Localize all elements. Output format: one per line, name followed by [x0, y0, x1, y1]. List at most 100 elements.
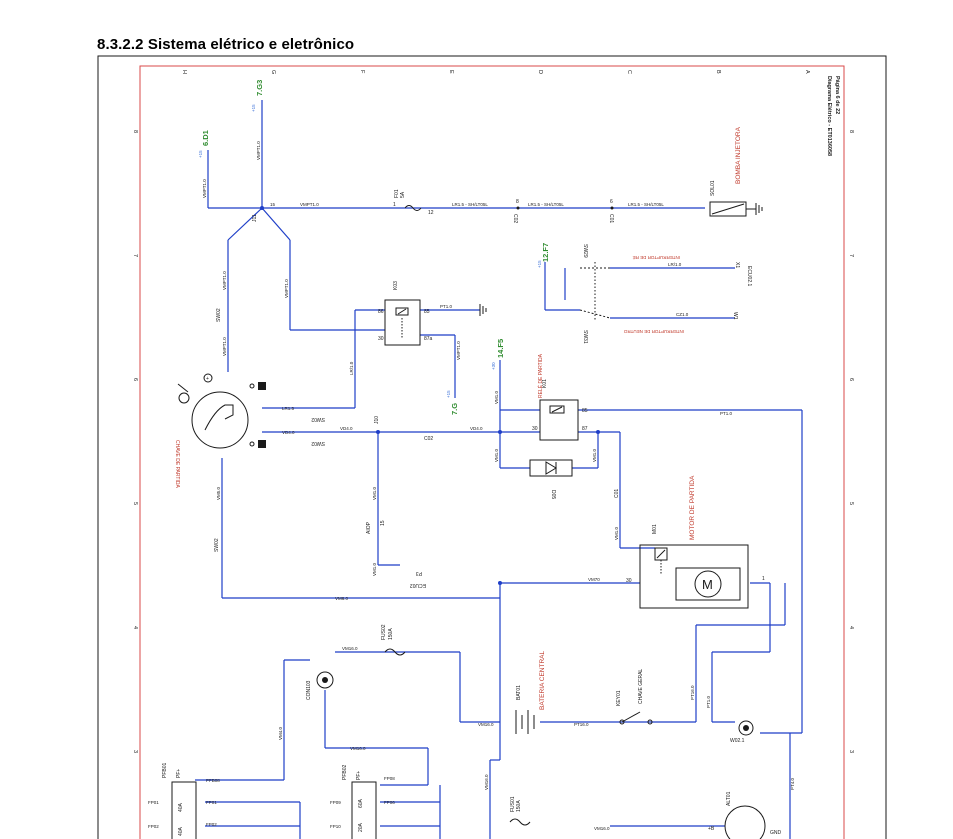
bomba-injetora-label: BOMBA INJETORA [735, 126, 742, 184]
grid-number: 5 [132, 502, 138, 505]
grid-number: 7 [132, 254, 138, 257]
alt01-label: ALT01 [726, 791, 732, 806]
alternator-alt01: ALT01 +B GND PT4.0 [708, 777, 795, 839]
key-icon [258, 440, 266, 448]
starter-motor-m01: MOTOR DE PARTIDA M01 C01 VM1.0 M 30 VM70… [588, 475, 765, 609]
wire-label: VMPT1.0 [222, 337, 227, 356]
bateria-central-label: BATERIA CENTRAL [539, 650, 546, 710]
plus15-label: +15 [537, 260, 542, 268]
fuse-fus02: FUS02 150A VM16.0 VM6.0 [335, 596, 406, 656]
m01-label: M01 [652, 524, 658, 534]
wire-vm10: VM1.0 [592, 448, 597, 462]
pin-85: 85 [424, 309, 430, 315]
fus01-rating: 150A [516, 800, 522, 812]
fuse-block-pfb02: PFB02 PF+ 60A 20A FP09 FP10 FP08 FP06 [330, 764, 395, 839]
grid-number: 3 [848, 750, 854, 753]
k01-label: K01 [542, 379, 548, 388]
junctions [260, 206, 600, 585]
pin-86: 86 [378, 309, 384, 315]
rating-20a: 20A [358, 822, 364, 832]
motor-icon [694, 570, 722, 598]
plus15-label: +15 [198, 150, 203, 158]
wire-label: VMPT1.0 [222, 271, 227, 290]
wire-label: LR1.5 - SH/LT05L [528, 202, 564, 207]
interruptor-neutro-label: INTERRUPTOR DE NEUTRO [623, 329, 684, 334]
grid-number: 4 [848, 626, 854, 629]
pin-1: 1 [393, 202, 396, 208]
wire-vm160: VM16.0 [342, 646, 358, 651]
rele-partida-label: RELÉ DE PARTIDA [537, 353, 544, 398]
c02-label: C02 [424, 436, 433, 442]
fp09-label: FP09 [330, 800, 341, 805]
wire-lr15: LR1.5 [282, 406, 295, 411]
sw02-label: SW02 [311, 440, 325, 446]
d05-label: D05 [550, 490, 556, 499]
wire-vm10: VM1.0 [372, 486, 377, 500]
battery-bat01: BAT01 BATERIA CENTRAL VM16.0 PT16.0 [478, 650, 589, 734]
c01-label: C01 [608, 214, 614, 223]
wire-label: VMPT1.0 [300, 202, 319, 207]
pin-30: 30 [626, 578, 632, 584]
wire-vm10: VM1.0 [494, 448, 499, 462]
wire-label: VMPT1.0 [202, 179, 207, 198]
wire-vm10: VM1.0 [494, 390, 499, 404]
grid-letter: C [626, 70, 632, 74]
grid-number: 7 [848, 254, 854, 257]
wire-label: 15 [270, 202, 276, 207]
solenoid-sol01: SOL01 BOMBA INJETORA [709, 126, 763, 217]
wire-pt10: PT1.0 [706, 695, 711, 708]
pfb01-label: PFB01 [162, 762, 168, 778]
sol01-label: SOL01 [710, 180, 716, 196]
wire-vm160: VM16.0 [484, 774, 489, 790]
sw31-label: SW31 [582, 330, 588, 344]
ref-7g3: 7.G3 [255, 80, 264, 96]
fuse-fus01: FUS01 150A VM16.0 VM16.0 [484, 774, 610, 831]
pfb02-label: PFB02 [342, 764, 348, 780]
x1-label: X1 [734, 262, 740, 268]
con103-label: CON103 [306, 680, 312, 700]
pin-30: 30 [532, 426, 538, 432]
pf-plus-label: PF+ [176, 769, 182, 778]
grid-numbers: 8 7 6 5 4 3 8 7 6 5 4 3 [132, 130, 854, 753]
wire-pt40: PT4.0 [790, 777, 795, 790]
grid-number: 3 [132, 750, 138, 753]
wire-vm0: VM6.0 [335, 596, 349, 601]
wire-vm40: VM4.0 [278, 726, 283, 740]
fp02-label: FP02 [148, 824, 159, 829]
wire-label: LR1.5 - SH/LT05L [628, 202, 664, 207]
title-block: Diagrama Elétrico - ET0136058 Página 6 d… [826, 76, 840, 156]
plus15-label: +15 [446, 390, 451, 398]
j10-label: J10 [374, 416, 380, 424]
title-line-1: Diagrama Elétrico - ET0136058 [826, 76, 832, 156]
title-line-2: Página 6 de 22 [834, 76, 840, 114]
master-switch-key01: KEY01 CHAVE GERAL PT16.0 PT1.0 [616, 669, 711, 725]
wire-vm160: VM16.0 [478, 722, 494, 727]
rating-40a: 40A [178, 826, 184, 836]
connector-con103: CON103 VM16.0 [306, 671, 366, 751]
c02-label: C02 [512, 214, 518, 223]
fuse-f01: F01 5A 1 12 [393, 189, 434, 216]
rating-40a: 40A [178, 802, 184, 812]
key01-label: KEY01 [616, 690, 622, 706]
inner-border [139, 65, 845, 839]
pf-plus-label: PF+ [356, 771, 362, 780]
grid-letter: D [537, 70, 543, 74]
motor-symbol: M [702, 577, 713, 592]
bat01-label: BAT01 [516, 685, 522, 700]
plus15-label: +15 [251, 104, 256, 112]
wire-vm160: VM16.0 [594, 826, 610, 831]
grid-letter: B [715, 70, 721, 74]
fp01-label: FP01 [206, 800, 217, 805]
pin-87a: 87a [424, 336, 433, 342]
pin-87: 87 [582, 426, 588, 432]
wire-vm5: VM5.0 [216, 486, 221, 500]
f01-label: F01 [394, 189, 400, 198]
wire-vd40: VD4.0 [470, 426, 483, 431]
wire-pt160: PT16.0 [574, 722, 589, 727]
wires [195, 100, 803, 839]
w1-label: W1 [732, 312, 738, 320]
pin-6: 6 [610, 199, 613, 205]
grid-letter: G [270, 70, 276, 74]
wire-vm160: VM16.0 [350, 746, 366, 751]
